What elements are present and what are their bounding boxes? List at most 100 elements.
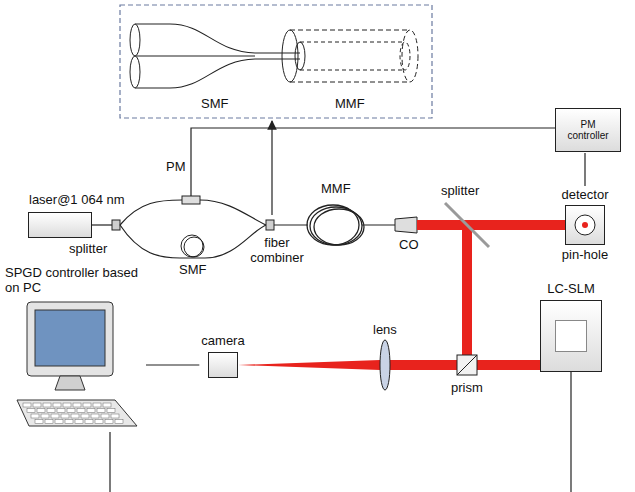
phase-modulator (182, 196, 200, 204)
key (87, 409, 95, 413)
prism-diagonal (457, 355, 477, 375)
cable (109, 432, 110, 492)
computer-icon (15, 300, 140, 432)
inset-frame (120, 5, 432, 118)
part-label: SMF (200, 97, 229, 112)
stand (55, 376, 85, 390)
laser-beam (390, 360, 457, 370)
key (31, 414, 39, 418)
node-label: laser@1 064 nm (29, 193, 125, 208)
fiber (120, 225, 266, 258)
mmf-core-face (295, 42, 305, 70)
pc-controller: SPGD controller based on PC (15, 300, 140, 432)
part-label: PM (165, 160, 187, 175)
signal-wire (146, 364, 199, 365)
key (35, 420, 43, 424)
lens-shape (380, 340, 390, 390)
detector-box: detectorpin-hole (565, 205, 605, 245)
part-label: splitter (68, 242, 108, 257)
node-label: camera (201, 334, 244, 349)
key (77, 409, 85, 413)
key (111, 414, 119, 418)
key (91, 414, 99, 418)
focused-beam (238, 360, 380, 370)
slm-panel (555, 320, 587, 352)
signal-wire (584, 153, 585, 186)
pm-wire (191, 128, 555, 196)
key (83, 403, 91, 407)
cable (570, 372, 571, 492)
key (107, 409, 115, 413)
part-label: MMF (334, 97, 366, 112)
key (75, 420, 83, 424)
key (45, 420, 53, 424)
part-label: lens (372, 323, 398, 338)
key (65, 420, 73, 424)
part-label: splitter (440, 184, 480, 199)
key (93, 403, 101, 407)
key (67, 409, 75, 413)
key (71, 414, 79, 418)
key (23, 403, 31, 407)
key (53, 403, 61, 407)
part-label: fiber combiner (247, 236, 307, 266)
laser-beam (417, 220, 565, 230)
camera-box: camera (208, 352, 238, 378)
fiber-bundle (135, 24, 300, 88)
laser-box: laser@1 064 nm (28, 212, 92, 238)
key (55, 420, 63, 424)
beam-splitter (445, 203, 489, 247)
monitor (27, 302, 113, 376)
prism-cube (457, 355, 477, 375)
collimator (395, 217, 417, 233)
pin-hole-spot (582, 222, 588, 228)
mmf-core-face (400, 42, 410, 70)
screen (35, 310, 105, 366)
mmf-face (282, 30, 298, 82)
inset-pointer (271, 121, 272, 215)
fiber-end (130, 24, 140, 56)
laser-beam (477, 360, 540, 370)
node-label: SPGD controller based on PC (5, 266, 145, 296)
key (115, 420, 123, 424)
part-label: prism (450, 381, 484, 396)
detector-icon (565, 205, 605, 245)
key (73, 403, 81, 407)
key (33, 403, 41, 407)
mmf-core (300, 42, 405, 70)
key (57, 409, 65, 413)
fiber (362, 224, 395, 225)
fiber-coil (181, 235, 203, 257)
fiber-coil (184, 237, 204, 257)
fiber-combiner (266, 220, 274, 230)
key (101, 414, 109, 418)
node-label: detector (562, 188, 609, 203)
keyboard (17, 400, 137, 426)
key (103, 403, 111, 407)
node-label: PM controller (560, 119, 616, 142)
key (105, 420, 113, 424)
node-label: LC-SLM (547, 282, 595, 297)
laser-beam (462, 225, 472, 355)
node-label: pin-hole (562, 248, 608, 263)
fiber-end (130, 56, 140, 88)
key (47, 409, 55, 413)
fiber (92, 224, 112, 225)
part-label: MMF (320, 182, 352, 197)
key (41, 414, 49, 418)
controller-box: PM controller (555, 108, 621, 152)
part-label: SMF (178, 263, 207, 278)
key (43, 403, 51, 407)
key (51, 414, 59, 418)
key (63, 403, 71, 407)
part-label: CO (398, 238, 420, 253)
key (95, 420, 103, 424)
pin-hole-ring (575, 215, 595, 235)
key (37, 409, 45, 413)
mmf-cylinder (290, 30, 410, 82)
fiber (274, 224, 308, 225)
key (81, 414, 89, 418)
key (85, 420, 93, 424)
key (97, 409, 105, 413)
fiber-splitter (112, 220, 120, 230)
